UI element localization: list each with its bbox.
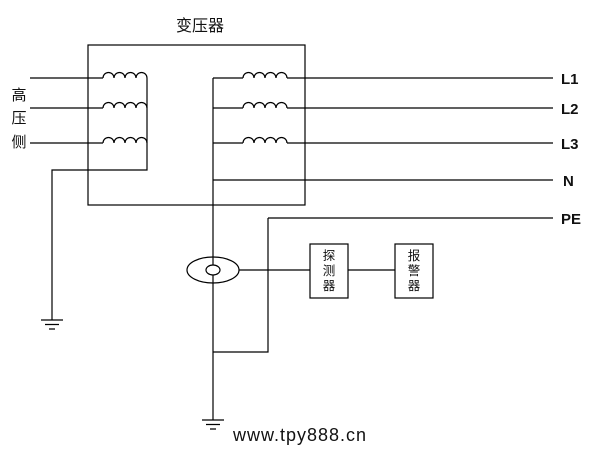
output-label-l2: L2 (561, 101, 579, 118)
output-label-l1: L1 (561, 71, 579, 88)
phase-output-wires (287, 77, 553, 144)
secondary-stub-wires (213, 77, 243, 144)
detector-box (309, 243, 349, 299)
hv-side-char-2: 侧 (11, 134, 26, 151)
alarm-label-char-1: 警 (408, 263, 421, 278)
detector-label-char-0: 探 (323, 249, 336, 263)
ground-symbol-left (41, 319, 63, 330)
label-layer: 变压器 高 压 侧 L1 L2 L3 N PE 探 测 器 报 警 器 www.… (11, 17, 581, 445)
pe-bond-wire (213, 218, 269, 353)
alarm-label-char-0: 报 (408, 248, 421, 263)
ct-inner-ring (205, 264, 221, 276)
output-label-pe: PE (561, 211, 581, 228)
output-label-n: N (563, 173, 574, 190)
primary-input-wires (30, 77, 103, 144)
ground-symbol-bottom (202, 419, 224, 430)
primary-winding-coils (102, 71, 148, 144)
transformer-outline (87, 44, 306, 206)
alarm-label-char-2: 器 (408, 279, 421, 293)
detector-label-char-1: 测 (323, 264, 336, 278)
alarm-box (394, 243, 434, 299)
wire-layer (30, 44, 553, 430)
hv-side-char-1: 压 (11, 110, 26, 127)
detector-label-char-2: 器 (323, 279, 336, 293)
primary-earth-wire (51, 143, 148, 320)
watermark-text: www.tpy888.cn (232, 425, 367, 445)
output-label-l3: L3 (561, 136, 579, 153)
transformer-title: 变压器 (176, 17, 224, 35)
hv-side-char-0: 高 (11, 87, 26, 104)
secondary-winding-coils (242, 71, 288, 144)
